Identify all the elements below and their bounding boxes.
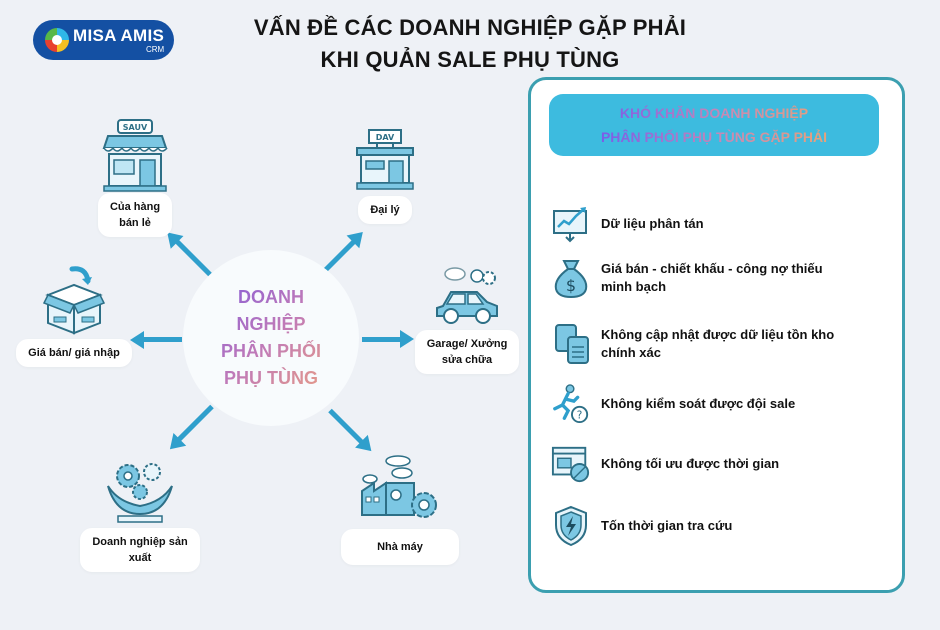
arrow-to-factory bbox=[328, 408, 365, 445]
factory-icon bbox=[361, 455, 437, 518]
node-manufacturer: Doanh nghiệp sản xuất bbox=[72, 462, 208, 572]
svg-text:DAV: DAV bbox=[376, 133, 395, 142]
issue-item: Dữ liệu phân tán bbox=[551, 202, 891, 246]
svg-text:SAUV: SAUV bbox=[123, 123, 148, 132]
node-retail-store: SAUV Của hàng bán lẻ bbox=[80, 118, 190, 237]
open-box-icon bbox=[42, 266, 106, 335]
issue-text: Không cập nhật được dữ liệu tồn kho chín… bbox=[601, 327, 835, 360]
logo-sub: CRM bbox=[145, 44, 165, 54]
running-question-icon: ? bbox=[551, 382, 591, 426]
node-agent: DAV Đại lý bbox=[340, 128, 430, 224]
arrow-to-agent bbox=[323, 239, 357, 273]
issue-text: Tốn thời gian tra cứu bbox=[601, 518, 733, 533]
issue-text: Dữ liệu phân tán bbox=[601, 216, 704, 231]
node-garage: Garage/ Xưởng sửa chữa bbox=[412, 266, 522, 374]
storefront-icon: SAUV bbox=[102, 119, 168, 192]
hub-circle: DOANH NGHIỆP PHÂN PHỐI PHỤ TÙNG bbox=[183, 250, 359, 426]
node-label: Doanh nghiệp sản xuất bbox=[80, 528, 200, 572]
arrow-to-manufacturer bbox=[176, 404, 214, 443]
car-repair-icon bbox=[436, 267, 498, 324]
issue-text: Không tối ưu được thời gian bbox=[601, 456, 780, 471]
money-bag-icon: $ bbox=[551, 256, 591, 300]
issue-item: ? Không kiểm soát được đội sale bbox=[551, 382, 891, 426]
node-label: Đại lý bbox=[358, 196, 412, 224]
shield-bolt-icon bbox=[551, 504, 591, 548]
logo-swirl-icon bbox=[45, 28, 69, 52]
page-title: VẤN ĐỀ CÁC DOANH NGHIỆP GẶP PHẢI KHI QUẢ… bbox=[200, 12, 740, 76]
node-label: Của hàng bán lẻ bbox=[97, 193, 173, 237]
svg-text:?: ? bbox=[577, 409, 583, 421]
issue-item: Không cập nhật được dữ liệu tồn kho chín… bbox=[551, 322, 891, 366]
title-line-2: KHI QUẢN SALE PHỤ TÙNG bbox=[320, 47, 620, 72]
chart-monitor-icon bbox=[551, 202, 591, 246]
hub-title: DOANH NGHIỆP PHÂN PHỐI PHỤ TÙNG bbox=[221, 284, 321, 392]
svg-text:$: $ bbox=[566, 276, 576, 295]
browser-clock-icon bbox=[551, 442, 591, 486]
difficulties-panel: KHÓ KHĂN DOANH NGHIỆP PHÂN PHỐI PHỤ TÙNG… bbox=[528, 77, 905, 593]
arrow-to-garage bbox=[362, 330, 414, 348]
agency-building-icon: DAV bbox=[356, 129, 414, 190]
node-price: Giá bán/ giá nhập bbox=[12, 265, 136, 367]
issue-text: Không kiểm soát được đội sale bbox=[601, 396, 796, 411]
gears-hands-icon bbox=[107, 463, 173, 523]
arrow-to-retail bbox=[174, 238, 212, 277]
panel-header: KHÓ KHĂN DOANH NGHIỆP PHÂN PHỐI PHỤ TÙNG… bbox=[549, 94, 879, 156]
misa-amis-logo: MISA AMIS CRM bbox=[33, 20, 174, 60]
node-label: Giá bán/ giá nhập bbox=[16, 339, 132, 367]
arrow-to-price bbox=[142, 337, 182, 342]
node-label: Nhà máy bbox=[341, 529, 459, 565]
node-label: Garage/ Xưởng sửa chữa bbox=[414, 330, 520, 374]
issue-item: Tốn thời gian tra cứu bbox=[551, 504, 891, 548]
issue-item: Không tối ưu được thời gian bbox=[551, 442, 891, 486]
issue-text: Giá bán - chiết khấu - công nợ thiếu min… bbox=[601, 261, 823, 294]
node-factory: Nhà máy bbox=[332, 455, 468, 565]
title-line-1: VẤN ĐỀ CÁC DOANH NGHIỆP GẶP PHẢI bbox=[253, 15, 687, 40]
documents-icon bbox=[551, 322, 591, 366]
logo-brand: MISA AMIS bbox=[73, 25, 165, 45]
issue-item: $ Giá bán - chiết khấu - công nợ thiếu m… bbox=[551, 256, 891, 300]
